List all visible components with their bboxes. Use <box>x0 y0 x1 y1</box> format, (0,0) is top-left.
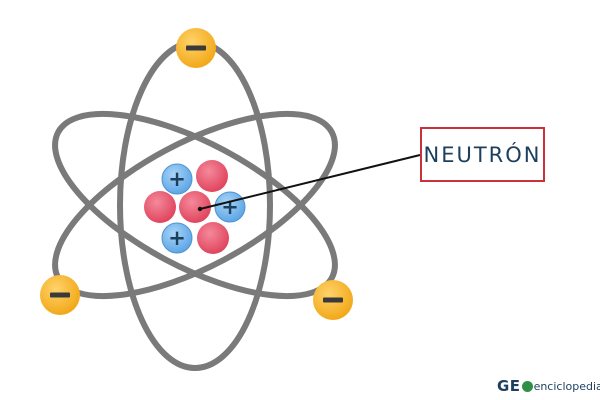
electron-sign <box>50 292 70 298</box>
neutron-highlighted <box>179 191 211 223</box>
proton-sign: + <box>221 195 239 219</box>
geoenciclopedia-logo: GE enciclopedia <box>497 377 600 395</box>
neutron <box>196 160 228 192</box>
proton: + <box>214 191 246 223</box>
globe-icon <box>521 380 533 392</box>
electron <box>40 275 80 315</box>
electron <box>313 280 353 320</box>
neutron <box>197 222 229 254</box>
logo-text-light: enciclopedia <box>533 379 600 393</box>
neutron-callout: NEUTRÓN <box>420 127 545 182</box>
logo-text-strong: GE <box>497 377 521 395</box>
proton: + <box>161 222 193 254</box>
neutron <box>144 191 176 223</box>
proton: + <box>161 163 193 195</box>
electron-sign <box>323 297 343 303</box>
pointer-line <box>199 154 421 210</box>
nucleus: + + + <box>144 160 246 254</box>
proton-sign: + <box>168 167 186 191</box>
electron <box>176 28 216 68</box>
orbit-tilted-right <box>52 110 338 300</box>
callout-label: NEUTRÓN <box>423 142 542 167</box>
proton-sign: + <box>168 226 186 250</box>
electron-sign <box>186 45 206 51</box>
pointer-dot <box>197 206 203 212</box>
